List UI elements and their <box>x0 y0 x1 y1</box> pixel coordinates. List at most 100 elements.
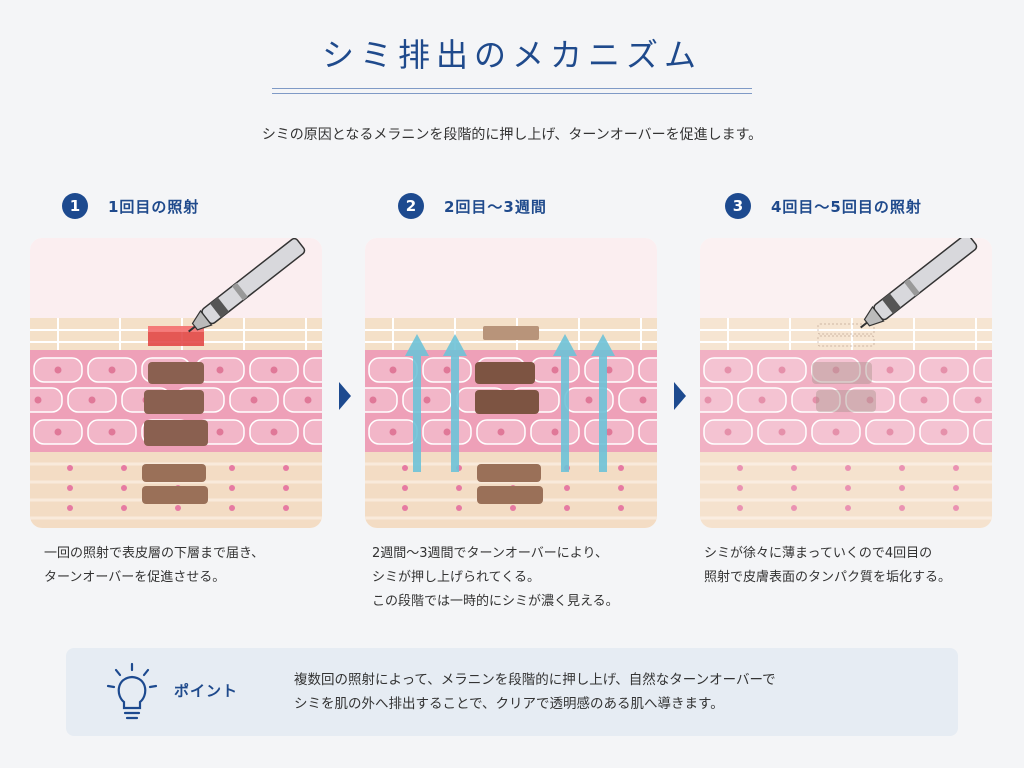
dermis-dot <box>456 485 462 491</box>
page-title: シミ排出のメカニズム <box>321 36 702 74</box>
cell-nucleus <box>443 428 451 436</box>
title-underline-bottom <box>272 93 752 94</box>
step-title: 4回目〜5回目の照射 <box>771 197 922 216</box>
dermis-dot <box>737 505 743 511</box>
dermis-dot <box>229 485 235 491</box>
up-arrow-icon <box>553 334 577 472</box>
cell-nucleus <box>940 366 948 374</box>
cell-nucleus <box>812 396 820 404</box>
step-header-2: 2 2回目〜3週間 <box>398 192 547 220</box>
subtitle: シミの原因となるメラニンを段階的に押し上げ、ターンオーバーを促進します。 <box>261 127 763 143</box>
cell-nucleus <box>270 366 278 374</box>
cell-nucleus <box>54 366 62 374</box>
cell-nucleus <box>832 428 840 436</box>
cell-nucleus <box>866 396 874 404</box>
skin-cell <box>618 387 657 413</box>
dermis-dot <box>121 465 127 471</box>
cell-nucleus <box>250 396 258 404</box>
dermis-dot <box>510 505 516 511</box>
up-arrow-icon <box>591 334 615 472</box>
dermis-dot <box>791 505 797 511</box>
melanin-spot <box>817 335 875 347</box>
dermis-dot <box>456 505 462 511</box>
chevron-right-icon <box>674 382 686 410</box>
cell-nucleus <box>585 396 593 404</box>
skin-layers-graphic <box>30 238 322 528</box>
cell-nucleus <box>389 428 397 436</box>
skin-cell <box>303 419 322 445</box>
description-line: 照射で皮膚表面のタンパク質を垢化する。 <box>704 570 952 585</box>
description-line: この段階では一時的にシミが濃く見える。 <box>372 594 619 609</box>
cell-nucleus <box>88 396 96 404</box>
dermis-dot <box>899 485 905 491</box>
step-header-3: 3 4回目〜5回目の照射 <box>725 192 922 220</box>
title-underline-top <box>272 88 752 89</box>
melanin-spot <box>477 464 541 482</box>
melanin-spot <box>144 390 204 414</box>
step-header-1: 1 1回目の照射 <box>62 192 199 220</box>
cell-nucleus <box>639 396 647 404</box>
point-line: シミを肌の外へ排出することで、クリアで透明感のある肌へ導きます。 <box>294 696 724 712</box>
dermis-dot <box>402 465 408 471</box>
cell-nucleus <box>108 366 116 374</box>
cell-nucleus <box>704 396 712 404</box>
melanin-spot <box>477 486 543 504</box>
cell-nucleus <box>216 428 224 436</box>
description-line: シミが徐々に薄まっていくので4回目の <box>704 546 933 561</box>
cell-nucleus <box>443 366 451 374</box>
laser-handpiece-icon <box>188 238 306 333</box>
cell-nucleus <box>423 396 431 404</box>
chevron-right-icon <box>339 382 351 410</box>
skin-cell <box>30 387 63 413</box>
dermis-dot <box>737 485 743 491</box>
cell-nucleus <box>108 428 116 436</box>
dermis-dot <box>791 485 797 491</box>
clear-skin-overlay <box>700 238 992 528</box>
stratum-corneum <box>700 318 992 350</box>
skin-cell <box>303 357 322 383</box>
dermis-dot <box>67 505 73 511</box>
skin-cell <box>953 387 992 413</box>
cell-nucleus <box>551 366 559 374</box>
cell-nucleus <box>497 428 505 436</box>
up-arrow-icon <box>405 334 429 472</box>
dermis-dot <box>121 485 127 491</box>
cell-nucleus <box>551 428 559 436</box>
skin-cell <box>973 419 992 445</box>
dermis-dot <box>564 485 570 491</box>
description-line: 2週間〜3週間でターンオーバーにより、 <box>372 546 608 561</box>
cell-nucleus <box>832 366 840 374</box>
cell-nucleus <box>724 428 732 436</box>
air-zone <box>30 238 322 318</box>
point-callout: ポイント 複数回の照射によって、メラニンを段階的に押し上げ、自然なターンオーバー… <box>66 648 958 736</box>
step-description-1: 一回の照射で表皮層の下層まで届き、 ターンオーバーを促進させる。 <box>44 542 264 590</box>
dermis-dot <box>402 485 408 491</box>
dermis-dot <box>229 505 235 511</box>
dermis-dot <box>618 505 624 511</box>
description-line: シミが押し上げられてくる。 <box>372 570 540 585</box>
dermis-dot <box>283 465 289 471</box>
dermis-dot <box>618 465 624 471</box>
melanin-spots <box>142 362 208 504</box>
dermis-dot <box>953 465 959 471</box>
step-title: 1回目の照射 <box>108 197 200 216</box>
skin-cell <box>638 419 657 445</box>
skin-diagram-step-1 <box>30 238 322 528</box>
dermis-dot <box>791 465 797 471</box>
dermis-dot <box>899 465 905 471</box>
skin-layers-graphic <box>365 238 657 528</box>
dermis-dot <box>67 485 73 491</box>
dermis-dot <box>402 505 408 511</box>
point-text: 複数回の照射によって、メラニンを段階的に押し上げ、自然なターンオーバーで シミを… <box>294 668 776 716</box>
cell-nucleus <box>389 366 397 374</box>
skin-diagram-step-2 <box>365 238 657 528</box>
cell-nucleus <box>34 396 42 404</box>
description-line: ターンオーバーを促進させる。 <box>44 570 226 585</box>
turnover-up-arrows <box>405 334 615 472</box>
dermis-dot <box>953 505 959 511</box>
step-title: 2回目〜3週間 <box>444 197 547 216</box>
cell-nucleus <box>216 366 224 374</box>
cell-nucleus <box>369 396 377 404</box>
step-description-3: シミが徐々に薄まっていくので4回目の 照射で皮膚表面のタンパク質を垢化する。 <box>704 542 951 590</box>
melanin-spots-faded <box>812 323 876 412</box>
